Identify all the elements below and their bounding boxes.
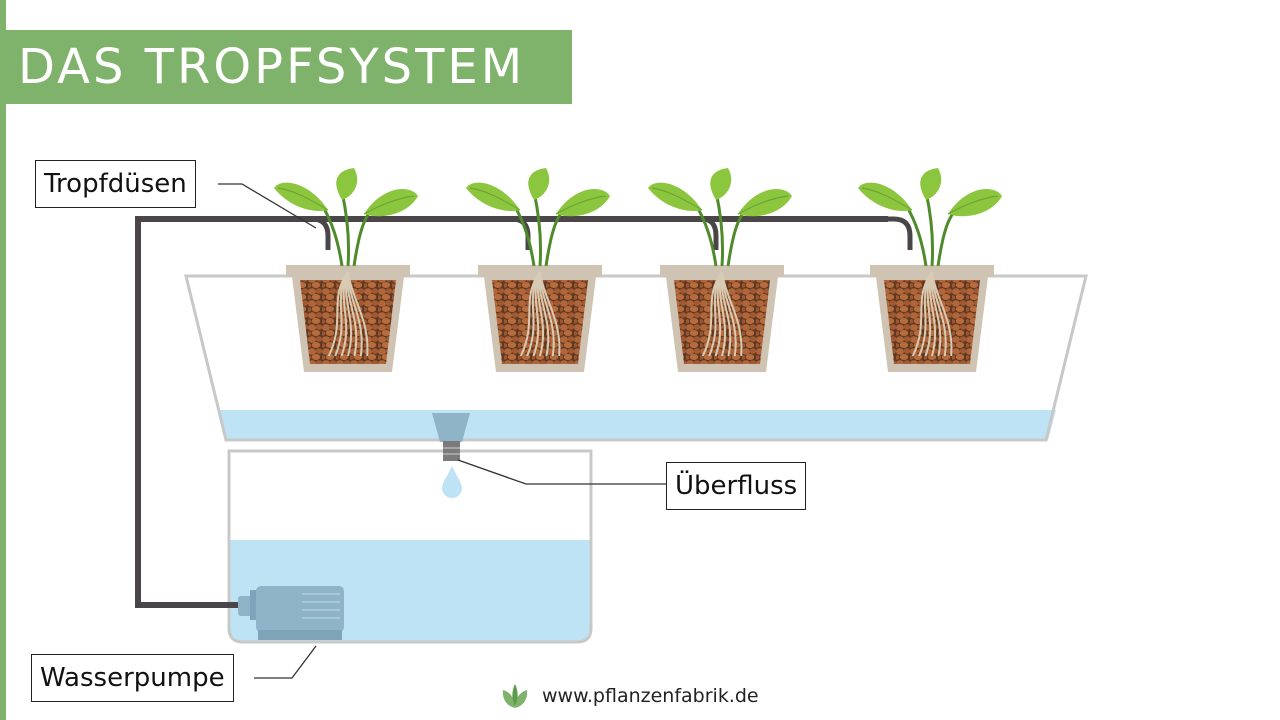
plant-roots: [911, 271, 953, 357]
plant-seedling: [858, 168, 1002, 267]
water-drop-icon: [442, 466, 462, 498]
reservoir-tank: [227, 449, 593, 644]
leader-line-pump: [254, 645, 317, 679]
plant-pot: [858, 168, 1002, 372]
drip-nozzle: [884, 216, 913, 250]
plant-seedling: [466, 168, 610, 267]
website-link[interactable]: www.pflanzenfabrik.de: [542, 685, 759, 707]
plant-seedling: [648, 168, 792, 267]
plant-roots: [327, 271, 369, 357]
leaf-logo-icon: [502, 684, 528, 708]
plant-roots: [701, 271, 743, 357]
grow-tray-water: [218, 410, 1056, 440]
plant-seedling: [274, 168, 418, 267]
title-banner: DAS TROPFSYSTEM: [6, 30, 572, 104]
page-title: DAS TROPFSYSTEM: [18, 39, 526, 95]
label-water-pump: Wasserpumpe: [31, 654, 234, 702]
overflow-pipe: [443, 441, 460, 461]
plant-roots: [519, 271, 561, 357]
leader-line-overflow: [457, 459, 666, 485]
label-drip-nozzles: Tropfdüsen: [35, 160, 196, 208]
grow-tray: [184, 274, 1088, 442]
overflow-funnel: [432, 413, 470, 442]
leader-line-drip: [218, 183, 317, 229]
plant-pot: [466, 168, 610, 372]
drip-nozzle: [292, 216, 331, 250]
left-accent-bar: [0, 0, 6, 720]
label-overflow: Überfluss: [666, 462, 807, 510]
water-pump: [238, 586, 344, 640]
plant-pot: [274, 168, 418, 372]
footer: www.pflanzenfabrik.de: [500, 680, 759, 712]
plant-pot: [648, 168, 792, 372]
